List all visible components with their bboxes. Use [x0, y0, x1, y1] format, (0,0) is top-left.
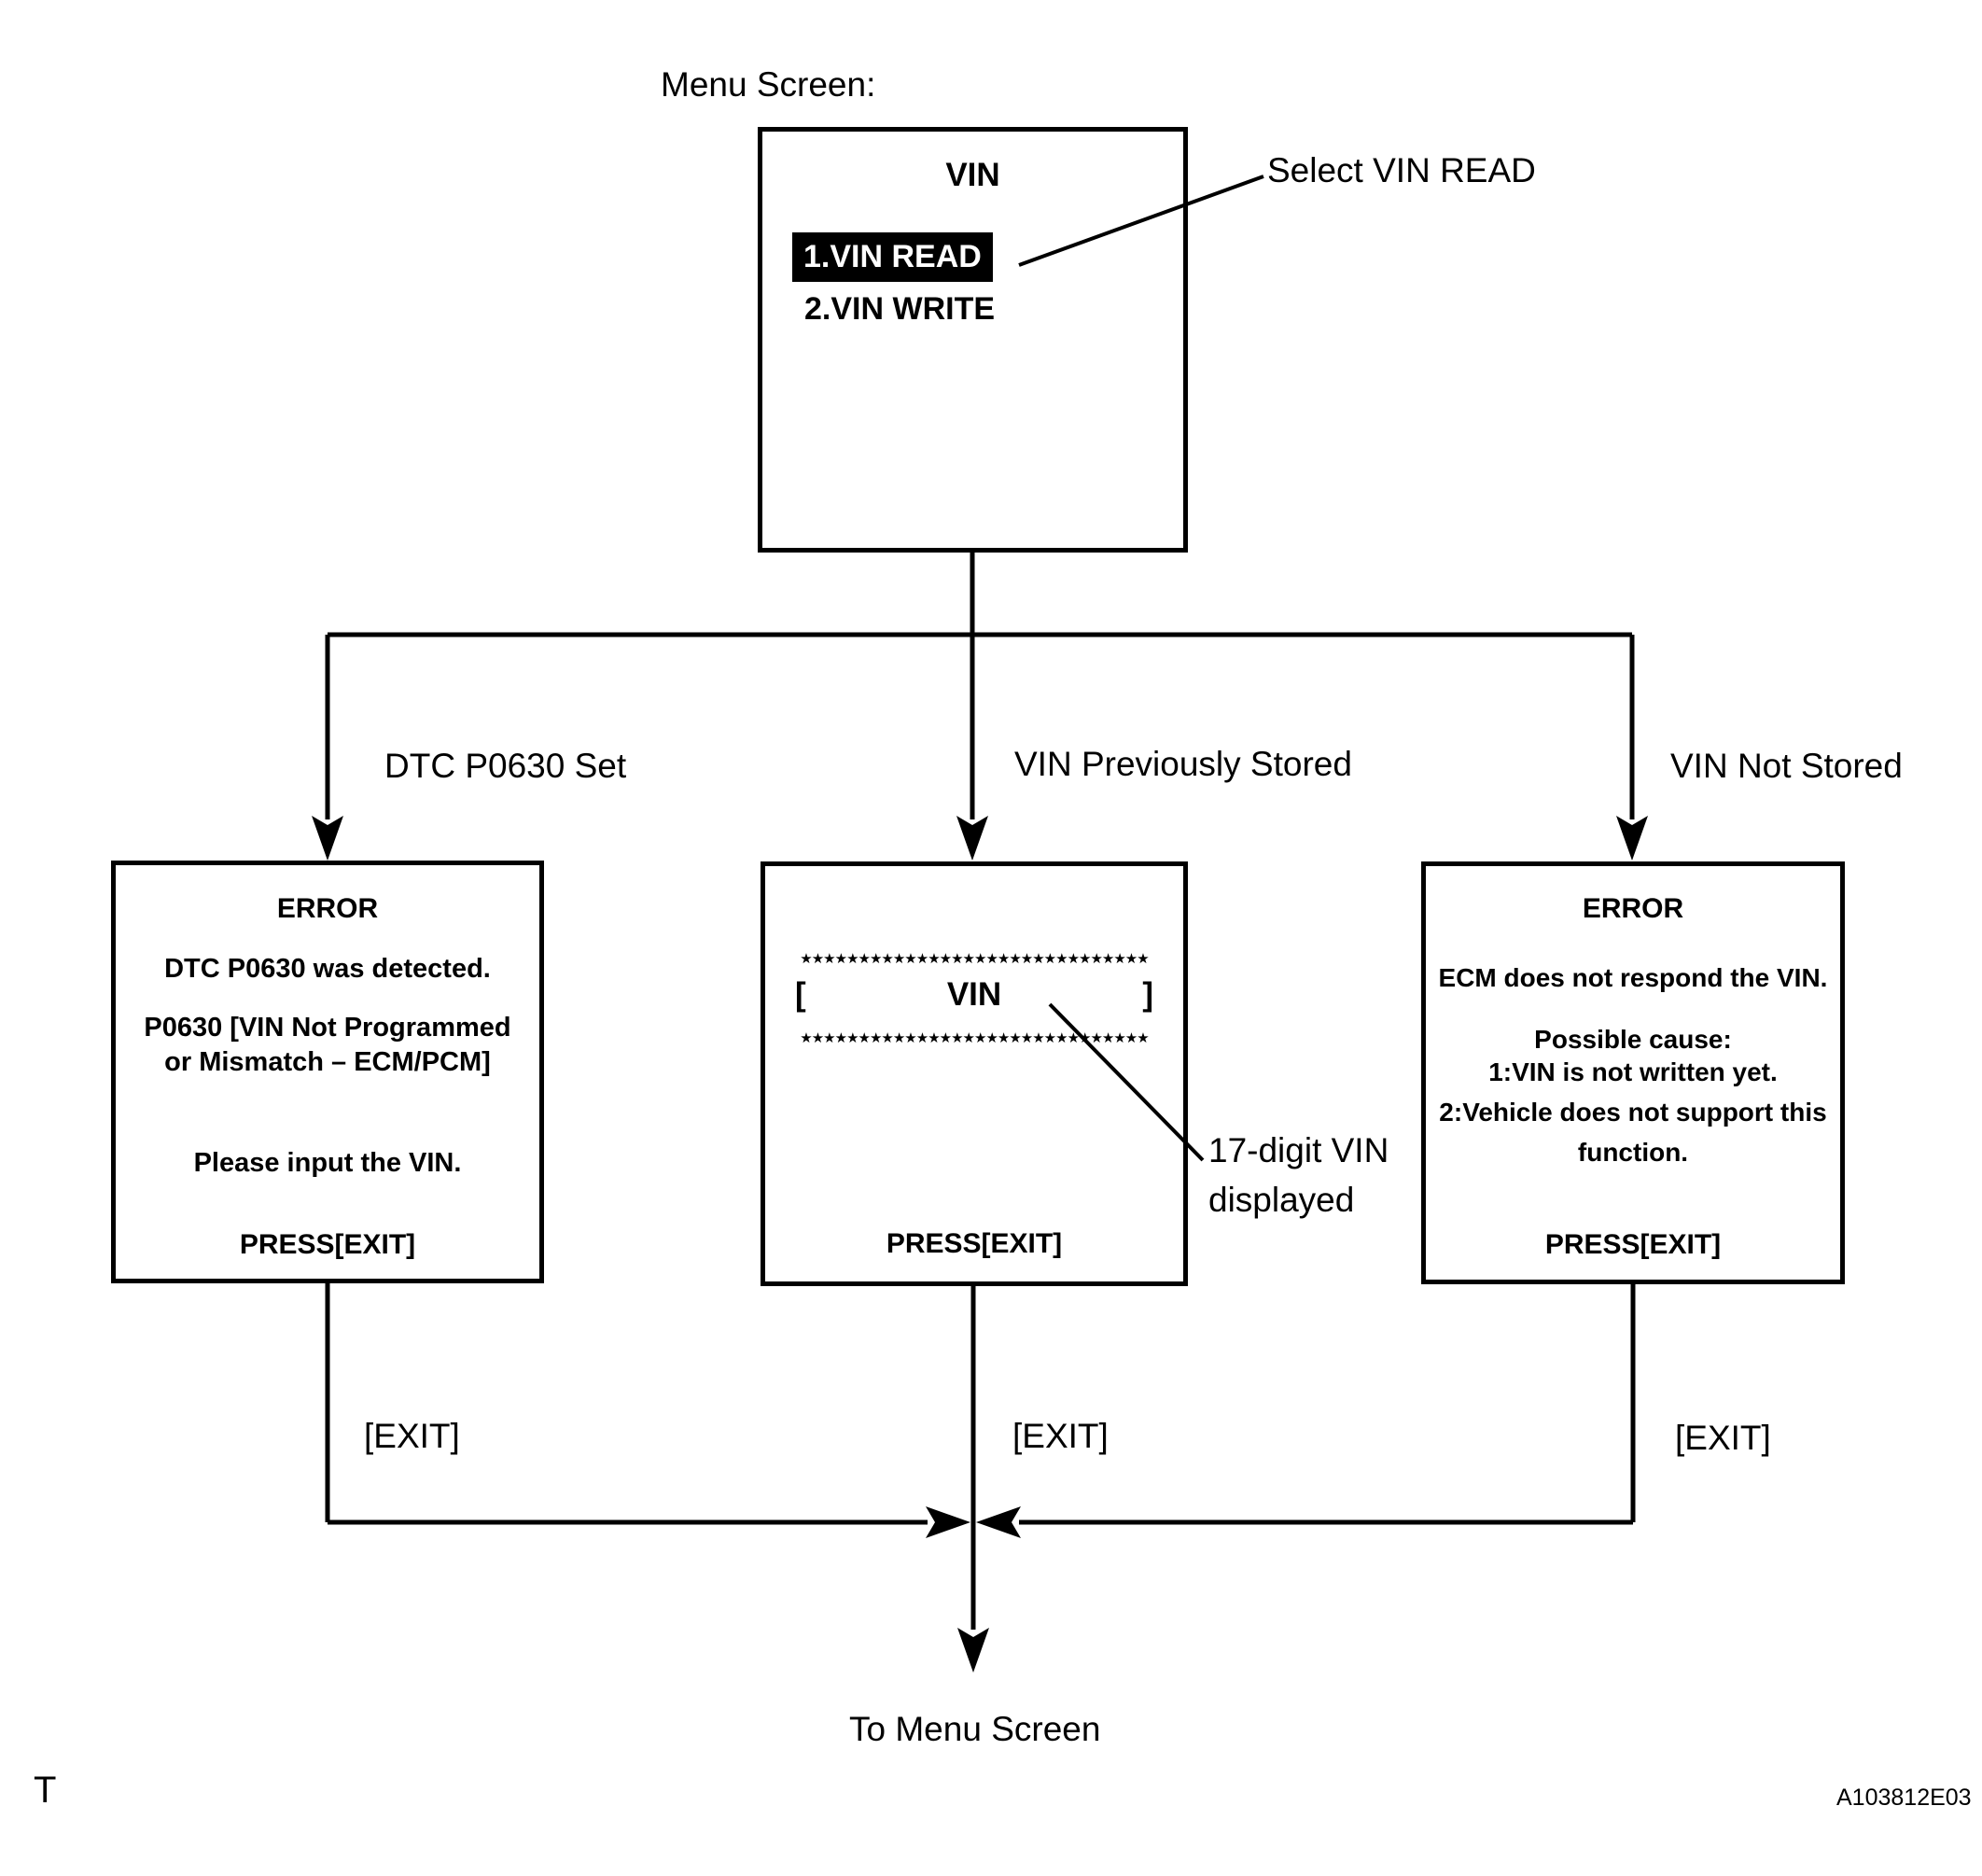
- exit-label-center: [EXIT]: [1012, 1417, 1109, 1455]
- menu-title: VIN: [945, 157, 1000, 193]
- arrowhead-converge-right: [976, 1506, 1021, 1538]
- branch-label-vin-not-stored: VIN Not Stored: [1670, 747, 1903, 785]
- bracket-open: [: [795, 976, 806, 1013]
- error-box-dtc-p0630: ERROR DTC P0630 was detected. P0630 [VIN…: [111, 861, 544, 1283]
- menu-item-vin-read: 1.VIN READ: [792, 232, 993, 282]
- exit-label-right: [EXIT]: [1675, 1419, 1771, 1457]
- star-row-top: ★★★★★★★★★★★★★★★★★★★★★★★★★★★★★★: [800, 951, 1149, 967]
- menu-item-vin-write: 2.VIN WRITE: [804, 291, 996, 327]
- press-exit-instruction: PRESS[EXIT]: [239, 1229, 416, 1260]
- error-text-line: 2:Vehicle does not support this: [1439, 1098, 1827, 1127]
- arrowhead-to-menu: [957, 1628, 989, 1673]
- error-title: ERROR: [1582, 893, 1684, 924]
- figure-code: A103812E03: [1836, 1785, 1972, 1811]
- branch-label-vin-previously-stored: VIN Previously Stored: [1014, 745, 1352, 783]
- bracket-close: ]: [1142, 976, 1153, 1013]
- footer-marker: T: [34, 1770, 57, 1811]
- error-text-line: ECM does not respond the VIN.: [1438, 963, 1828, 992]
- error-text-line: 1:VIN is not written yet.: [1488, 1057, 1778, 1086]
- press-exit-instruction: PRESS[EXIT]: [1544, 1229, 1722, 1260]
- vin-display-box: ★★★★★★★★★★★★★★★★★★★★★★★★★★★★★★ [ VIN ] ★…: [761, 861, 1188, 1286]
- to-menu-screen-label: To Menu Screen: [849, 1710, 1101, 1748]
- error-text-line: or Mismatch – ECM/PCM]: [164, 1047, 491, 1077]
- error-text-line: Possible cause:: [1534, 1025, 1732, 1054]
- error-text-line: Please input the VIN.: [193, 1148, 462, 1178]
- error-box-ecm-no-response: ERROR ECM does not respond the VIN. Poss…: [1421, 861, 1845, 1284]
- branch-label-dtc-p0630-set: DTC P0630 Set: [384, 747, 627, 785]
- press-exit-instruction: PRESS[EXIT]: [886, 1228, 1063, 1259]
- error-text-line: function.: [1577, 1138, 1689, 1167]
- error-title: ERROR: [276, 893, 379, 924]
- menu-screen-label: Menu Screen:: [661, 65, 876, 104]
- error-text-line: P0630 [VIN Not Programmed: [144, 1013, 511, 1043]
- star-row-bottom: ★★★★★★★★★★★★★★★★★★★★★★★★★★★★★★: [800, 1030, 1149, 1046]
- vin-bracket-row: [ VIN ]: [765, 976, 1183, 1014]
- arrowhead-center-box: [956, 816, 988, 861]
- menu-screen-box: VIN 1.VIN READ 2.VIN WRITE: [758, 127, 1188, 553]
- vin-field-label: VIN: [946, 976, 1002, 1013]
- exit-label-left: [EXIT]: [364, 1417, 460, 1455]
- vin-digit-annotation-line1: 17-digit VIN: [1208, 1131, 1389, 1169]
- arrowhead-left-box: [312, 816, 343, 861]
- select-vin-read-annotation: Select VIN READ: [1267, 151, 1536, 189]
- arrowhead-converge-left: [926, 1506, 970, 1538]
- error-text-line: DTC P0630 was detected.: [164, 954, 491, 984]
- arrowhead-right-box: [1616, 816, 1648, 861]
- vin-digit-annotation-line2: displayed: [1208, 1181, 1355, 1219]
